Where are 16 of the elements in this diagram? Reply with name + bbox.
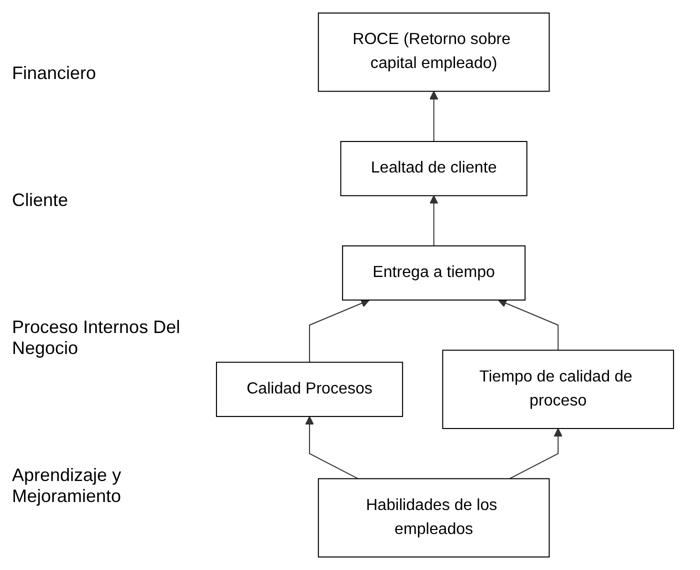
node-box: Entrega a tiempo — [342, 245, 526, 301]
node-box: Habilidades de los empleados — [318, 478, 550, 558]
arrow — [429, 195, 438, 246]
node-box: Lealtad de cliente — [340, 140, 528, 196]
arrow — [305, 416, 358, 480]
arrow — [498, 299, 559, 350]
node-box: Calidad Procesos — [216, 362, 404, 417]
arrow — [429, 90, 438, 142]
row-label: Financiero — [12, 63, 98, 84]
row-label: Cliente — [12, 190, 70, 211]
arrow — [509, 428, 563, 480]
node-box: ROCE (Retorno sobre capital empleado) — [318, 12, 550, 92]
arrow — [309, 299, 370, 362]
node-box: Tiempo de calidad de proceso — [442, 350, 674, 430]
row-label: Proceso Internos Del Negocio — [12, 317, 182, 359]
row-label: Aprendizaje y Mejoramiento — [12, 465, 122, 507]
